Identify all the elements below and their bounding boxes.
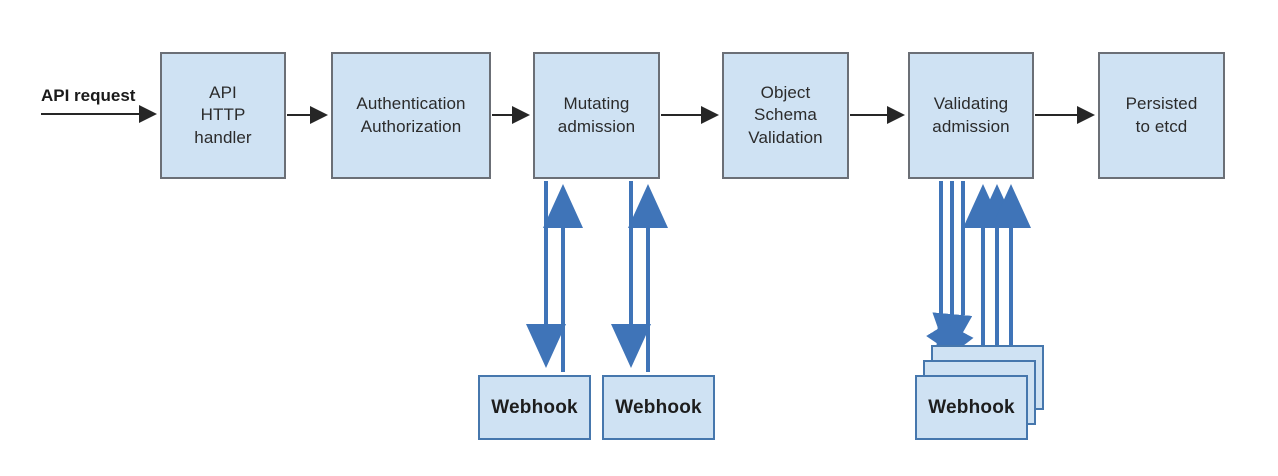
webhook-label: Webhook <box>615 396 702 418</box>
stage-label: Mutating admission <box>557 94 636 136</box>
connector-validating-webhook-calls <box>926 181 974 368</box>
stage-validating-admission[interactable]: Validating admission <box>908 52 1034 179</box>
connector-mutating-webhook-2 <box>611 181 668 372</box>
connector-mutating-webhook-1 <box>526 181 583 372</box>
stage-persisted-to-etcd[interactable]: Persisted to etcd <box>1098 52 1225 179</box>
stage-mutating-admission[interactable]: Mutating admission <box>533 52 660 179</box>
webhook-label: Webhook <box>491 396 578 418</box>
stage-label: API HTTP handler <box>194 82 252 147</box>
stage-object-schema-validation[interactable]: Object Schema Validation <box>722 52 849 179</box>
stage-authentication-authorization[interactable]: Authentication Authorization <box>331 52 491 179</box>
mutating-webhook-2[interactable]: Webhook <box>602 375 715 440</box>
stage-label: Persisted to etcd <box>1125 94 1198 136</box>
api-request-label: API request <box>41 86 136 105</box>
stage-label: Object Schema Validation <box>748 82 823 147</box>
stage-api-http-handler[interactable]: API HTTP handler <box>160 52 286 179</box>
stage-label: Validating admission <box>932 94 1010 136</box>
stage-label: Authentication Authorization <box>356 94 466 136</box>
webhook-label: Webhook <box>928 396 1015 418</box>
mutating-webhook-1[interactable]: Webhook <box>478 375 591 440</box>
validating-webhook-front[interactable]: Webhook <box>915 375 1028 440</box>
